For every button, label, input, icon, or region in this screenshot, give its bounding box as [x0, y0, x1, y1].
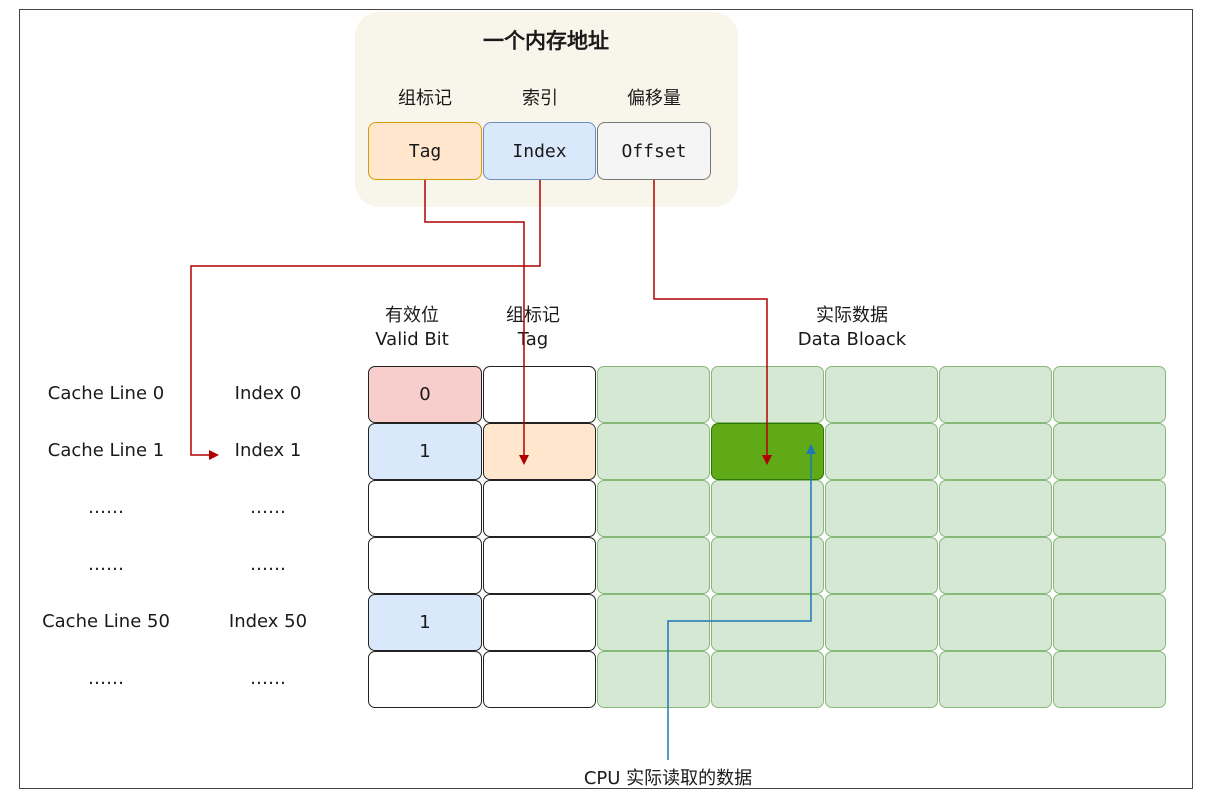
valid-bit-cell	[368, 651, 482, 708]
data-cell	[825, 366, 938, 423]
data-cell	[1053, 366, 1166, 423]
address-field-index: Index	[483, 122, 596, 180]
field-label-offset: 偏移量	[627, 88, 681, 109]
data-cell	[939, 537, 1052, 594]
offset-connector	[653, 180, 772, 465]
tag-cell	[483, 537, 596, 594]
data-cell	[939, 594, 1052, 651]
tag-cell	[483, 480, 596, 537]
data-cell	[711, 537, 824, 594]
data-cell	[597, 423, 710, 480]
index-label: Index 0	[234, 383, 302, 404]
data-cell	[939, 480, 1052, 537]
field-label-index: 索引	[522, 88, 558, 109]
index-label: ……	[250, 554, 286, 575]
data-cell	[711, 594, 824, 651]
cache-line-label: Cache Line 1	[47, 440, 165, 461]
index-label: Index 50	[228, 611, 308, 632]
header-data-zh: 实际数据	[816, 305, 888, 326]
data-cell	[597, 651, 710, 708]
valid-bit-cell: 0	[368, 366, 482, 423]
cache-line-label: ……	[88, 668, 124, 689]
header-data-en: Data Bloack	[797, 329, 907, 350]
data-cell	[825, 423, 938, 480]
diagram-frame	[19, 9, 1193, 789]
data-cell	[825, 537, 938, 594]
index-label: Index 1	[234, 440, 302, 461]
data-cell	[597, 594, 710, 651]
index-label: ……	[250, 497, 286, 518]
valid-bit-cell	[368, 480, 482, 537]
data-cell	[939, 366, 1052, 423]
data-cell	[939, 651, 1052, 708]
index-label: ……	[250, 668, 286, 689]
data-cell	[825, 594, 938, 651]
data-cell	[939, 423, 1052, 480]
memory-address-title: 一个内存地址	[483, 29, 609, 53]
tag-cell	[483, 594, 596, 651]
cache-line-label: Cache Line 50	[42, 611, 170, 632]
data-cell	[825, 480, 938, 537]
data-cell	[1053, 480, 1166, 537]
address-field-offset: Offset	[597, 122, 711, 180]
cache-line-label: ……	[88, 497, 124, 518]
header-valid-zh: 有效位	[385, 305, 439, 326]
data-cell	[825, 651, 938, 708]
data-cell	[711, 480, 824, 537]
tag-cell	[483, 423, 596, 480]
cpu-read-connector	[667, 444, 816, 760]
address-field-tag: Tag	[368, 122, 482, 180]
valid-bit-cell: 1	[368, 423, 482, 480]
cache-line-label: ……	[88, 554, 124, 575]
valid-bit-cell	[368, 537, 482, 594]
data-cell	[1053, 537, 1166, 594]
data-cell	[1053, 651, 1166, 708]
data-cell	[597, 480, 710, 537]
data-cell	[597, 537, 710, 594]
valid-bit-cell: 1	[368, 594, 482, 651]
header-tag-zh: 组标记	[506, 305, 560, 326]
header-valid-en: Valid Bit	[375, 329, 449, 350]
header-tag-en: Tag	[517, 329, 549, 350]
cpu-read-caption: CPU 实际读取的数据	[583, 768, 753, 789]
field-label-tag: 组标记	[398, 88, 452, 109]
data-cell	[711, 651, 824, 708]
data-cell	[1053, 423, 1166, 480]
data-cell	[1053, 594, 1166, 651]
tag-cell	[483, 366, 596, 423]
index-connector	[190, 180, 541, 460]
data-cell	[597, 366, 710, 423]
cache-line-label: Cache Line 0	[47, 383, 165, 404]
tag-cell	[483, 651, 596, 708]
tag-connector	[424, 180, 529, 465]
